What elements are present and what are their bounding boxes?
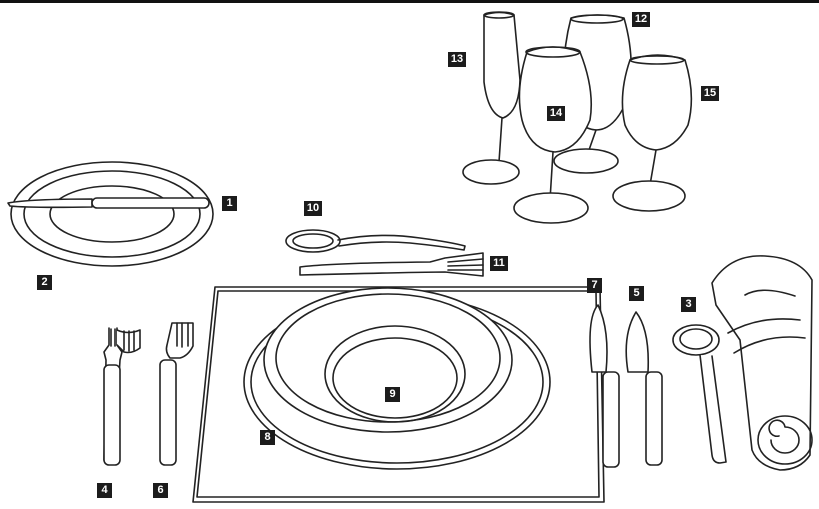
label-12-red-wine-glass: 12 [632,12,650,27]
water-goblet [514,47,591,223]
white-wine-glass [613,55,691,211]
label-13-champagne-flute: 13 [448,52,466,67]
label-5-fish-knife: 5 [629,286,644,301]
dessert-spoon [286,230,465,252]
label-6-dinner-fork: 6 [153,483,168,498]
label-3-soup-spoon: 3 [681,297,696,312]
soup-plate [264,288,512,432]
label-7-dinner-knife: 7 [587,278,602,293]
label-4-fish-fork: 4 [97,483,112,498]
soup-spoon [673,325,726,463]
butter-knife [8,198,209,208]
rolled-napkin [712,256,812,470]
bread-plate [11,162,213,266]
dinner-fork [160,323,193,465]
fish-fork [104,328,140,465]
label-11-dessert-fork: 11 [490,256,508,271]
label-1-butter-knife: 1 [222,196,237,211]
label-15-white-wine-glass: 15 [701,86,719,101]
fish-knife [626,312,662,465]
dessert-fork [300,253,483,276]
label-14-water-goblet: 14 [547,106,565,121]
champagne-flute [463,12,520,184]
label-9-soup-plate: 9 [385,387,400,402]
label-8-dinner-plate: 8 [260,430,275,445]
label-10-dessert-spoon: 10 [304,201,322,216]
label-2-bread-plate: 2 [37,275,52,290]
